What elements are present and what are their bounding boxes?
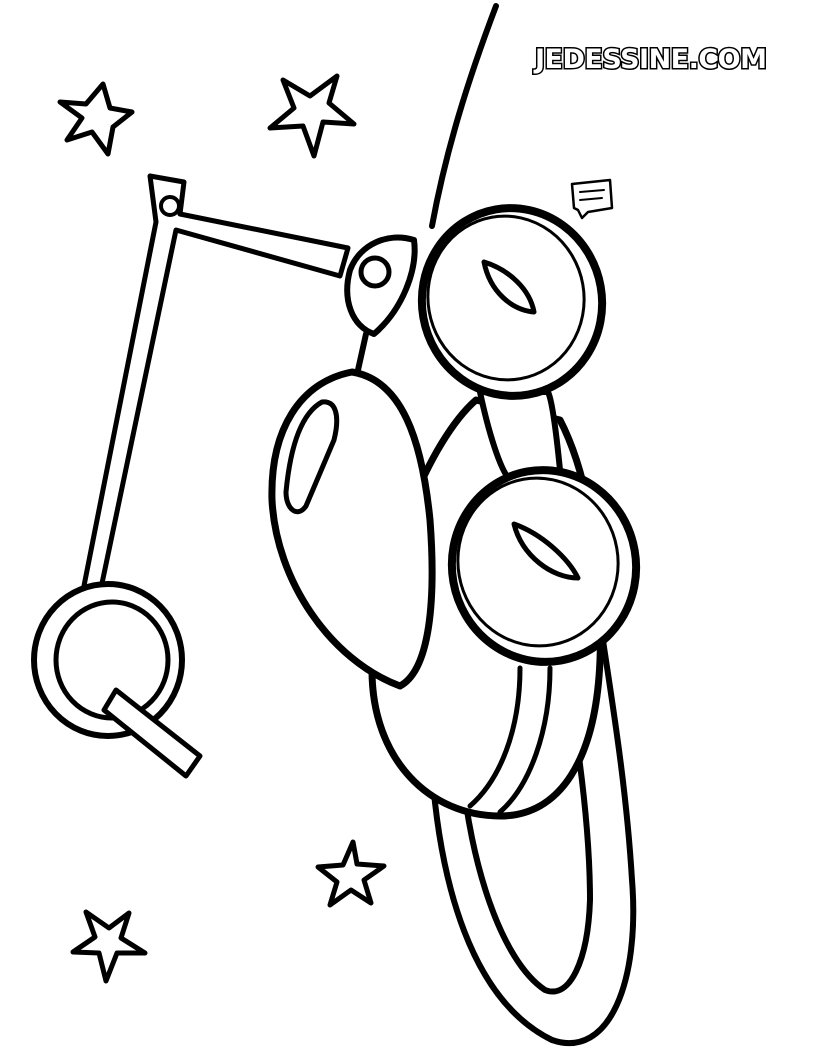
star-icon [70, 909, 148, 984]
wheel-top [417, 204, 607, 400]
jedessine-logo-icon [570, 178, 614, 220]
star-icon [57, 81, 135, 157]
watermark-text: JEDESSINE.COM [533, 44, 767, 75]
background-arc [429, 3, 499, 229]
vehicle-joint [344, 234, 418, 373]
star-icon [267, 73, 357, 159]
crane-arm [77, 173, 351, 615]
star-icon [315, 839, 387, 908]
ring-handle [31, 581, 203, 779]
wheel-bottom [447, 466, 641, 666]
vehicle-cabin [268, 368, 436, 690]
